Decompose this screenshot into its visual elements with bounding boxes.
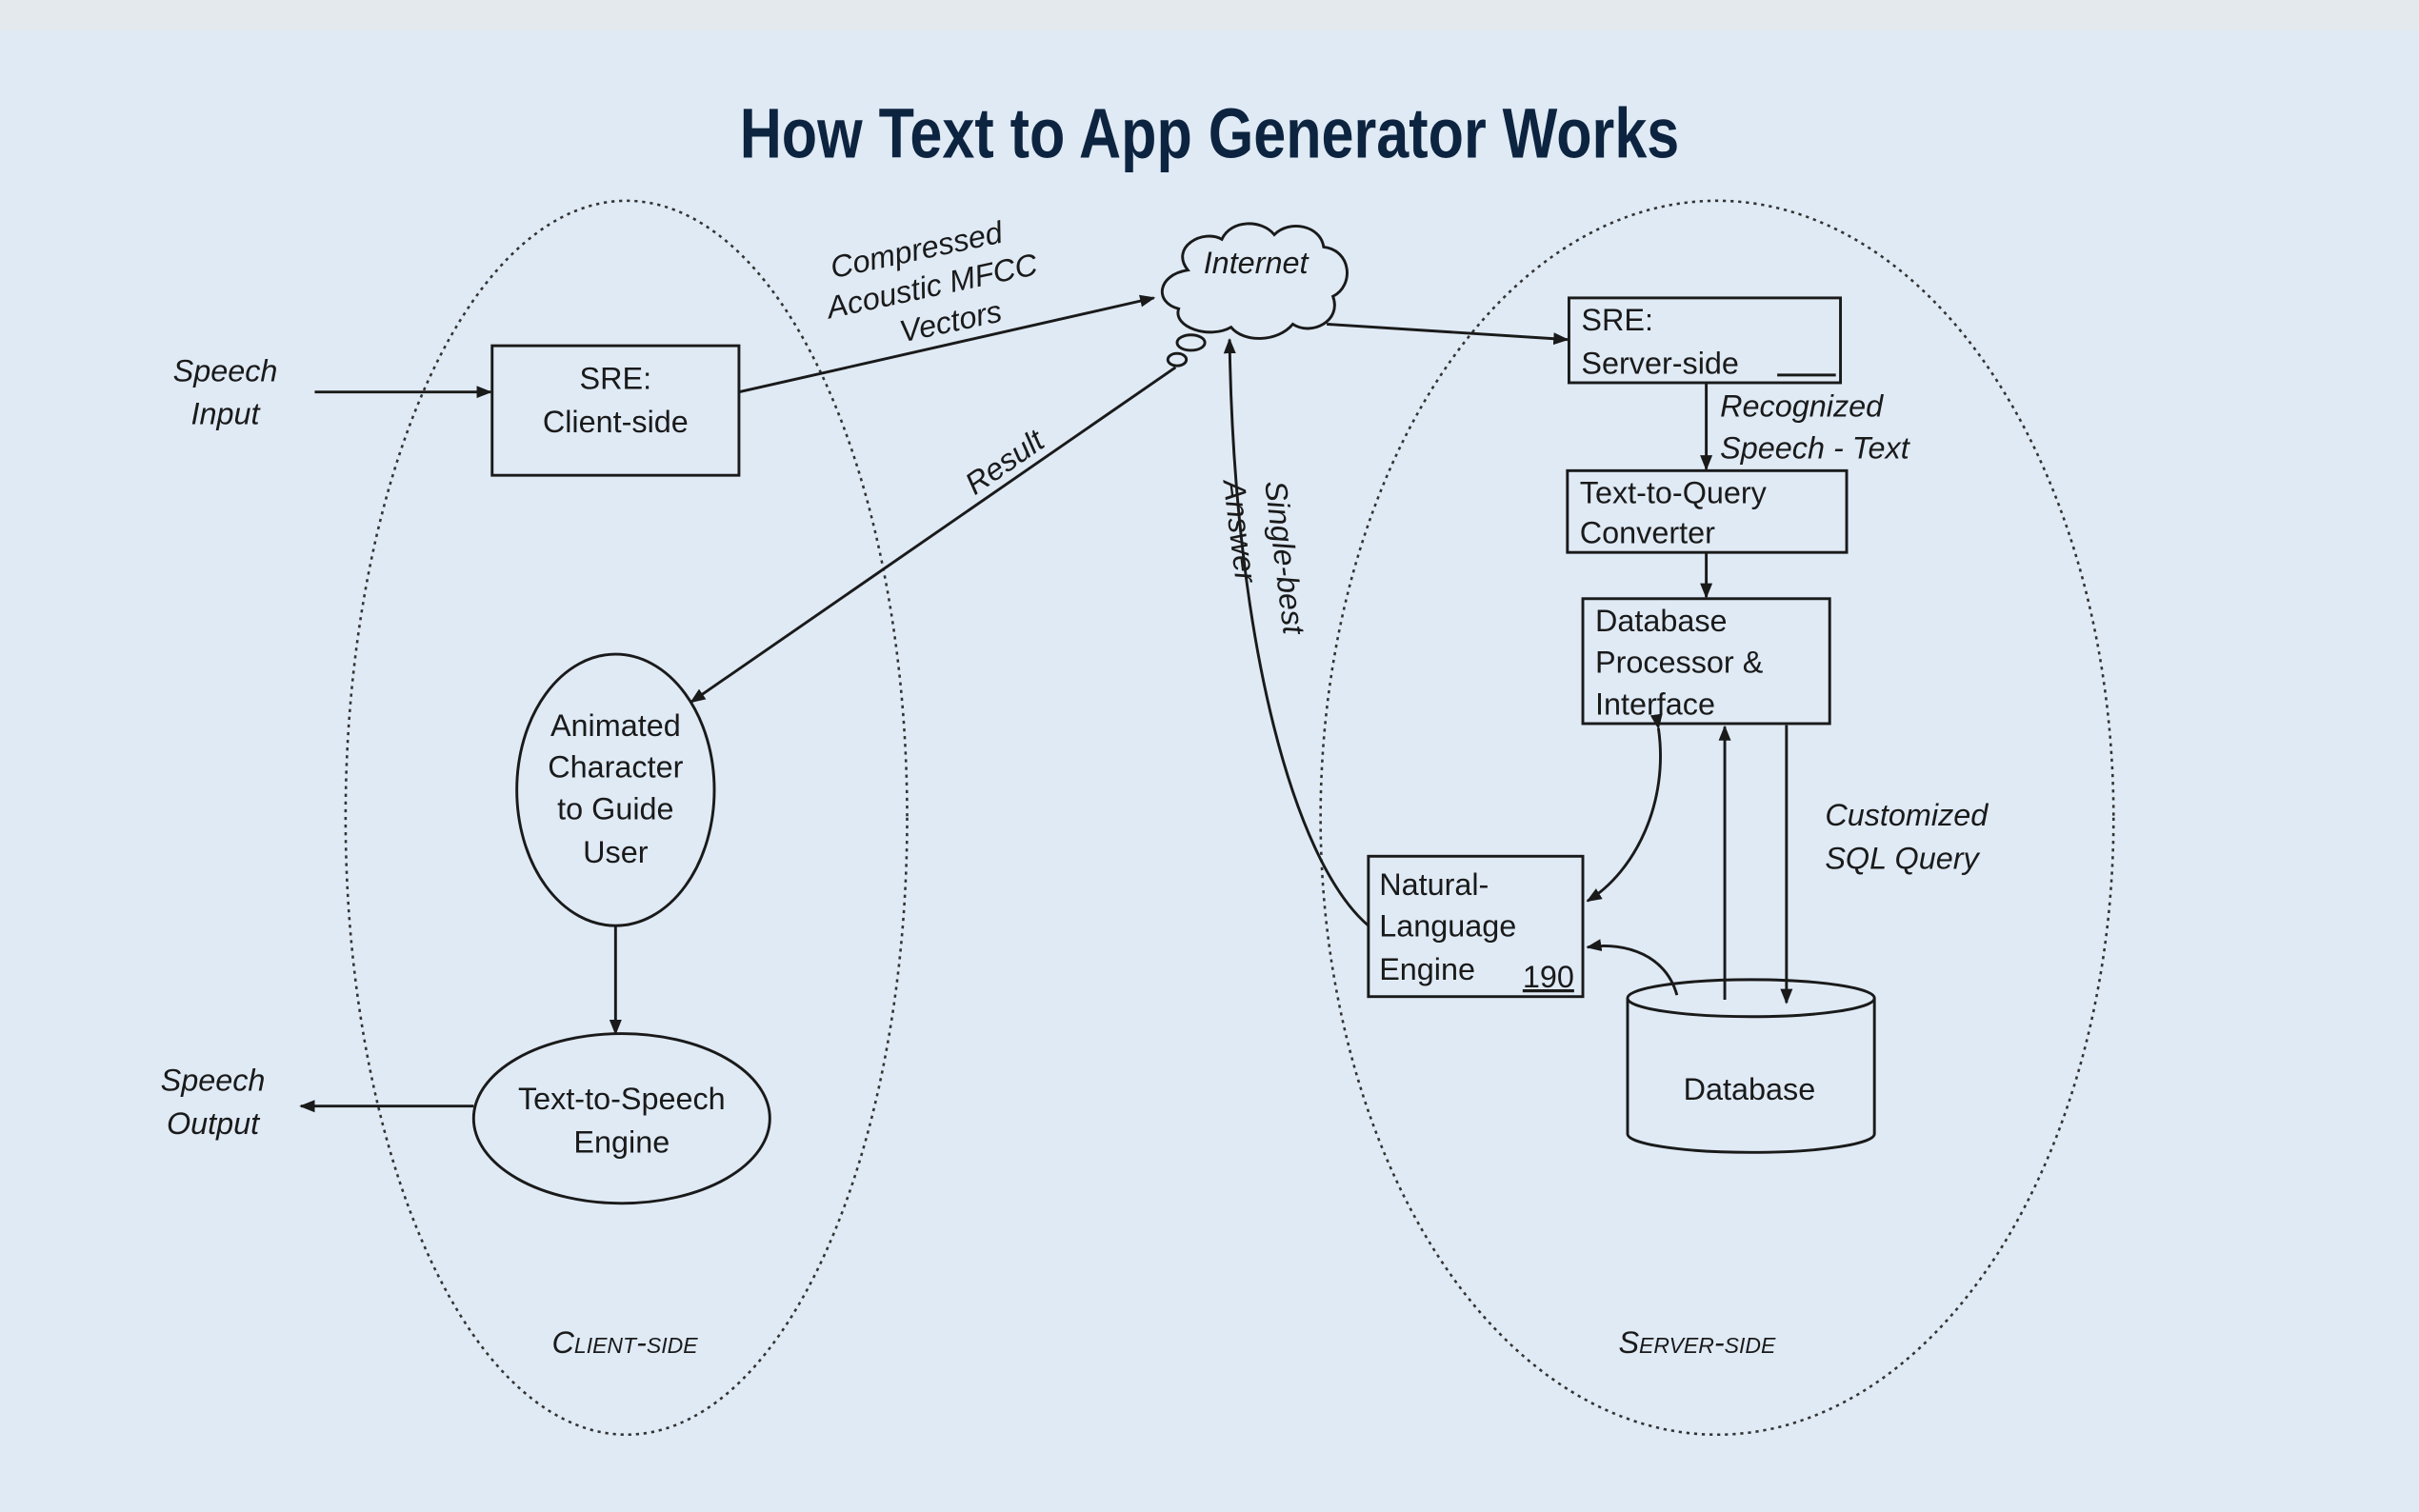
nl-engine-text: Natural- bbox=[1379, 867, 1489, 902]
server-region bbox=[1319, 199, 2115, 1437]
db-processor-text: Processor & bbox=[1595, 646, 1764, 680]
speech-input-label: Speech bbox=[173, 353, 278, 388]
text-to-query-text: Text-to-Query bbox=[1580, 475, 1768, 509]
internet-cloud-icon bbox=[1161, 222, 1349, 368]
sre-client-text: Client-side bbox=[543, 405, 689, 439]
tts-engine-node bbox=[471, 1032, 771, 1205]
nl-engine-text: Engine bbox=[1379, 952, 1475, 986]
text-to-query-text: Converter bbox=[1580, 515, 1715, 549]
sql-label: Customized bbox=[1825, 798, 1989, 832]
server-region-label: Server-side bbox=[1618, 1325, 1776, 1360]
answer-label: Answer bbox=[1216, 476, 1263, 586]
database-label: Database bbox=[1684, 1072, 1816, 1106]
db-to-nle-arrow bbox=[1586, 939, 1679, 996]
animated-character-text: Animated bbox=[550, 708, 681, 743]
speech-input-label: Input bbox=[190, 397, 261, 431]
sre-server-box bbox=[1567, 296, 1842, 385]
page-title: How Text to App Generator Works bbox=[740, 94, 1680, 173]
speech-output-label: Speech bbox=[161, 1064, 266, 1098]
speech-output-label: Output bbox=[167, 1106, 261, 1141]
processor-nle-arrow bbox=[1586, 713, 1663, 903]
sre-server-text: SRE: bbox=[1581, 303, 1653, 337]
nl-engine-text: Language bbox=[1379, 909, 1516, 944]
db-processor-text: Database bbox=[1595, 604, 1728, 638]
sre-server-text: Server-side bbox=[1581, 346, 1739, 380]
client-region bbox=[344, 199, 909, 1437]
internet-to-sre-arrow bbox=[1327, 322, 1569, 346]
top-band bbox=[0, 0, 2419, 31]
nl-engine-box bbox=[1367, 854, 1585, 999]
tts-engine-text: Text-to-Speech bbox=[518, 1082, 726, 1116]
answer-label: Single-best bbox=[1258, 479, 1311, 638]
sql-label: SQL Query bbox=[1825, 841, 1980, 875]
db-processor-text: Interface bbox=[1595, 686, 1715, 721]
database-cylinder-icon bbox=[1626, 978, 1876, 1154]
sre-client-box bbox=[490, 344, 741, 477]
tts-engine-text: Engine bbox=[573, 1124, 670, 1159]
internet-label: Internet bbox=[1204, 246, 1310, 280]
animated-character-text: to Guide bbox=[557, 791, 673, 826]
result-arrow bbox=[690, 366, 1177, 704]
client-region-label: Client-side bbox=[552, 1325, 699, 1360]
nl-engine-ref: 190 bbox=[1523, 960, 1574, 994]
animated-character-node bbox=[515, 652, 716, 927]
recognized-label: Speech - Text bbox=[1720, 430, 1911, 465]
animated-character-text: Character bbox=[548, 750, 683, 785]
answer-arrow bbox=[1223, 338, 1369, 927]
animated-character-text: User bbox=[583, 835, 649, 869]
recognized-label: Recognized bbox=[1720, 389, 1884, 424]
sre-client-text: SRE: bbox=[580, 361, 652, 395]
vectors-arrow bbox=[738, 294, 1156, 394]
db-processor-box bbox=[1581, 597, 1831, 726]
